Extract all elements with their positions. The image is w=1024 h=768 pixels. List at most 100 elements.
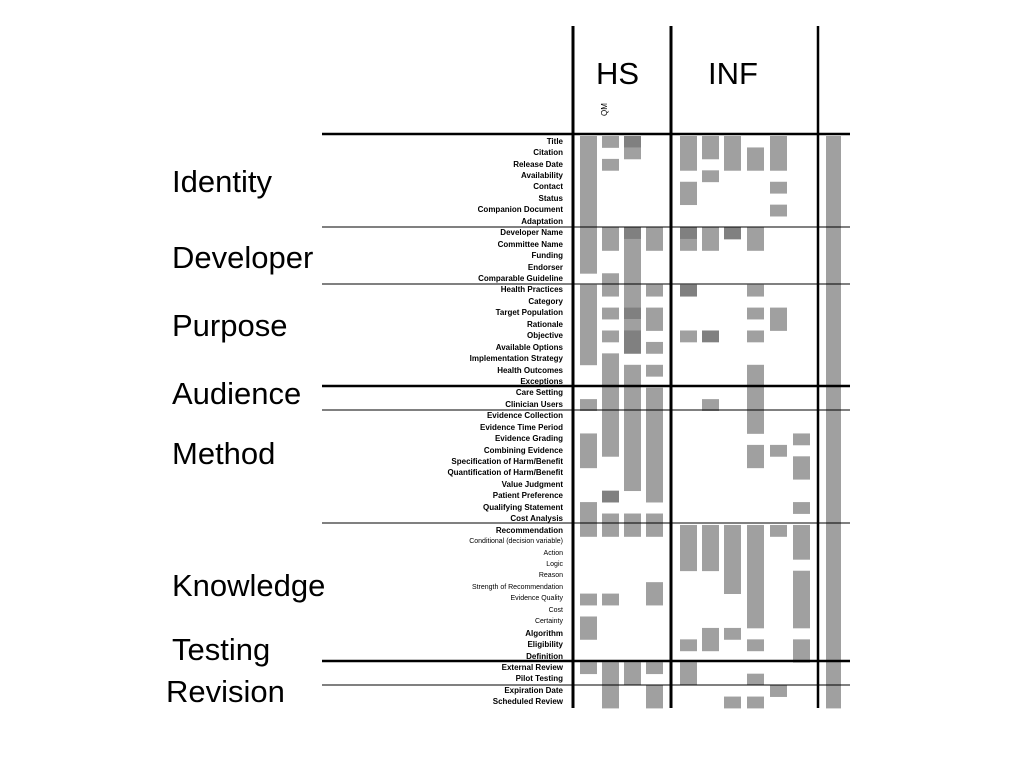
matrix-cell [826, 238, 841, 251]
matrix-cell [826, 227, 841, 240]
matrix-cell [580, 250, 597, 263]
matrix-cell [747, 238, 764, 251]
matrix-cell [624, 227, 641, 240]
matrix-cell [624, 330, 641, 343]
matrix-cell [826, 376, 841, 389]
matrix-cell [702, 627, 719, 640]
matrix-cell [624, 513, 641, 526]
matrix-cell [747, 696, 764, 709]
row-label: Health Outcomes [497, 365, 563, 375]
matrix-cell [702, 399, 719, 411]
matrix-cell [702, 227, 719, 240]
matrix-cell [747, 593, 764, 606]
matrix-cell [702, 147, 719, 160]
matrix-cell [624, 410, 641, 423]
category-method: Method [172, 436, 276, 471]
matrix-cell [624, 364, 641, 377]
matrix-cell [793, 524, 810, 537]
row-label: Cost [548, 606, 563, 614]
matrix-cell [770, 147, 787, 160]
matrix-cell [624, 467, 641, 480]
matrix-cell [793, 570, 810, 583]
row-label: Action [543, 549, 563, 557]
matrix-cell [602, 593, 619, 606]
matrix-cell [602, 273, 619, 286]
matrix-cell [826, 136, 841, 148]
matrix-cell [826, 639, 841, 652]
row-label: Definition [526, 651, 563, 661]
matrix-cell [602, 136, 619, 148]
matrix-cell [826, 662, 841, 675]
row-label: Title [546, 136, 563, 146]
matrix-cell [826, 273, 841, 286]
matrix-cell [680, 147, 697, 160]
matrix-cell [747, 227, 764, 240]
matrix-cell [770, 158, 787, 171]
matrix-cell [624, 524, 641, 537]
matrix-cell [770, 319, 787, 331]
row-label: Patient Preference [492, 491, 563, 501]
row-label: Evidence Grading [494, 434, 563, 444]
matrix-cell [826, 307, 841, 320]
row-label: Funding [531, 251, 563, 261]
matrix-cell [602, 307, 619, 320]
row-label: Clinician Users [505, 399, 563, 409]
matrix-cell [602, 353, 619, 366]
row-label: Strength of Recommendation [471, 583, 563, 591]
matrix-cell [793, 650, 810, 663]
row-label: Adaptation [521, 216, 563, 226]
matrix-cell [770, 524, 787, 537]
matrix-cell [826, 284, 841, 297]
matrix-cell [680, 227, 697, 240]
matrix-cell [793, 616, 810, 629]
row-label: Eligibility [527, 640, 563, 650]
matrix-cell [602, 673, 619, 686]
row-label: Combining Evidence [483, 445, 563, 455]
matrix-cell [646, 399, 663, 411]
matrix-cell [580, 502, 597, 514]
matrix-cell [724, 570, 741, 583]
matrix-cell [702, 547, 719, 560]
row-label: Available Options [495, 342, 563, 352]
matrix-cell [826, 502, 841, 514]
row-label: Rationale [526, 319, 563, 329]
matrix-cell [747, 444, 764, 457]
matrix-cell [826, 444, 841, 457]
matrix-cell [826, 673, 841, 686]
row-label: Contact [533, 182, 563, 192]
matrix-cell [602, 685, 619, 697]
matrix-cell [747, 410, 764, 423]
matrix-cell [826, 204, 841, 217]
matrix-cell [770, 307, 787, 320]
matrix-cell [747, 330, 764, 343]
matrix-cell [646, 524, 663, 537]
matrix-cell [826, 490, 841, 503]
matrix-cell [826, 216, 841, 228]
matrix-cell [680, 547, 697, 560]
matrix-cell [580, 216, 597, 228]
matrix-cell [646, 513, 663, 526]
matrix-cell [747, 570, 764, 583]
matrix-cell [826, 422, 841, 434]
matrix-cell [826, 364, 841, 377]
matrix-cell [826, 147, 841, 160]
category-knowledge: Knowledge [172, 568, 326, 603]
matrix-cell [580, 616, 597, 629]
matrix-cell [580, 399, 597, 411]
matrix-cell [646, 467, 663, 480]
matrix-cell [624, 444, 641, 457]
matrix-cell [724, 696, 741, 709]
matrix-cell [580, 341, 597, 354]
matrix-cell [770, 444, 787, 457]
matrix-cell [747, 616, 764, 629]
matrix-cell [602, 410, 619, 423]
category-purpose: Purpose [172, 308, 288, 343]
matrix-cell [602, 376, 619, 389]
row-label: Logic [546, 561, 563, 568]
matrix-cell [680, 181, 697, 194]
matrix-cell [646, 387, 663, 400]
matrix-cell [826, 456, 841, 469]
matrix-cell [747, 673, 764, 686]
matrix-cell [702, 524, 719, 537]
matrix-cell [826, 582, 841, 594]
